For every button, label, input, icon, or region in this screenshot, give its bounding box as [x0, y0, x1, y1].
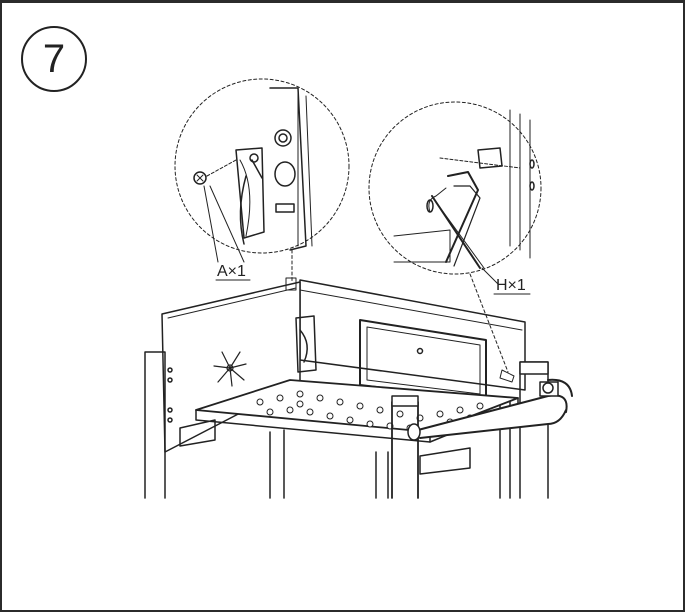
step-number-badge: 7 — [21, 26, 87, 92]
leader-line-pin — [469, 273, 509, 373]
front-post — [391, 395, 419, 499]
side-handle — [407, 378, 573, 441]
vent-symbol — [213, 351, 247, 387]
detail-callout-pin — [368, 101, 542, 295]
screw-quantity-label: A×1 — [217, 263, 246, 280]
pin-quantity-label: H×1 — [496, 277, 526, 294]
detail-callout-screw — [174, 78, 350, 281]
step-number: 7 — [42, 36, 66, 81]
